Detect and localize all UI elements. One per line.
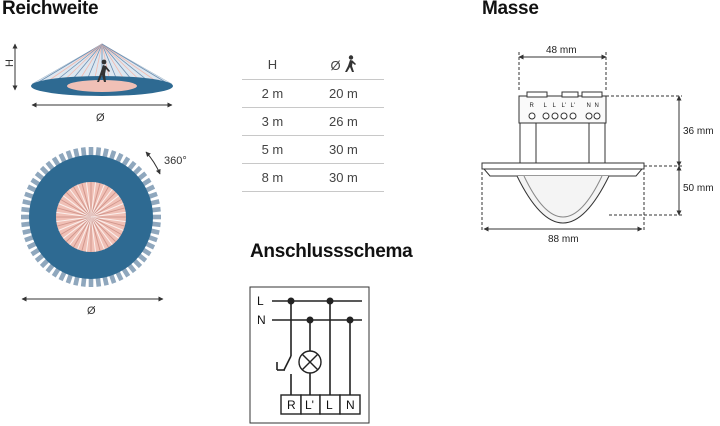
detection-cone — [31, 43, 173, 96]
terminal-label: L' — [562, 103, 566, 109]
width-bottom-label: 88 mm — [548, 234, 579, 245]
cell-d: 30 m — [302, 135, 384, 164]
table-header-row: H Ø — [242, 49, 384, 80]
person-icon — [97, 59, 110, 82]
cell-d: 26 m — [302, 107, 384, 136]
cell-h: 3 m — [242, 107, 303, 136]
cell-d: 20 m — [302, 79, 384, 108]
height-top-label: 36 mm — [683, 126, 714, 137]
terminal-label: L — [553, 103, 557, 109]
angle-label: 360° — [164, 155, 187, 167]
person-walking-icon — [345, 55, 357, 72]
masse-heading: Masse — [482, 0, 539, 19]
rotation-indicator: 360° — [145, 151, 187, 175]
height-symbol: H — [4, 59, 16, 67]
height-dimension: H — [4, 43, 18, 91]
circle-diameter-symbol: Ø — [87, 305, 96, 317]
col-d-symbol: Ø — [330, 58, 341, 73]
schema-terminal-r: R — [287, 398, 296, 412]
top-view-coverage — [21, 147, 161, 287]
lamp-icon — [298, 350, 322, 374]
terminal-label: N — [587, 103, 591, 109]
masse-drawing — [481, 52, 682, 232]
wiring-schema: L N R L' L N — [249, 286, 370, 424]
terminal-label: L — [544, 103, 548, 109]
terminal-label: N — [595, 103, 599, 109]
terminal-label: R — [530, 103, 535, 109]
anschlussschema-heading: Anschlussschema — [250, 241, 413, 262]
terminal-label: L' — [571, 103, 575, 109]
col-h-header: H — [242, 49, 303, 80]
schema-terminal-n: N — [346, 398, 355, 412]
circle-diameter-dimension: Ø — [21, 296, 164, 317]
cell-h: 5 m — [242, 135, 303, 164]
width-top-label: 48 mm — [546, 45, 577, 56]
reichweite-heading: Reichweite — [2, 0, 99, 19]
schema-terminal-lprime: L' — [305, 398, 314, 412]
schema-line-l: L — [257, 294, 264, 308]
cell-d: 30 m — [302, 163, 384, 192]
cell-h: 8 m — [242, 163, 303, 192]
schema-line-n: N — [257, 313, 266, 327]
schema-terminal-l: L — [326, 398, 333, 412]
cell-h: 2 m — [242, 79, 303, 108]
col-d-header: Ø — [302, 49, 384, 80]
cone-diameter-symbol: Ø — [96, 112, 105, 124]
cone-diameter-dimension: Ø — [31, 102, 173, 124]
height-bottom-label: 50 mm — [683, 183, 714, 194]
